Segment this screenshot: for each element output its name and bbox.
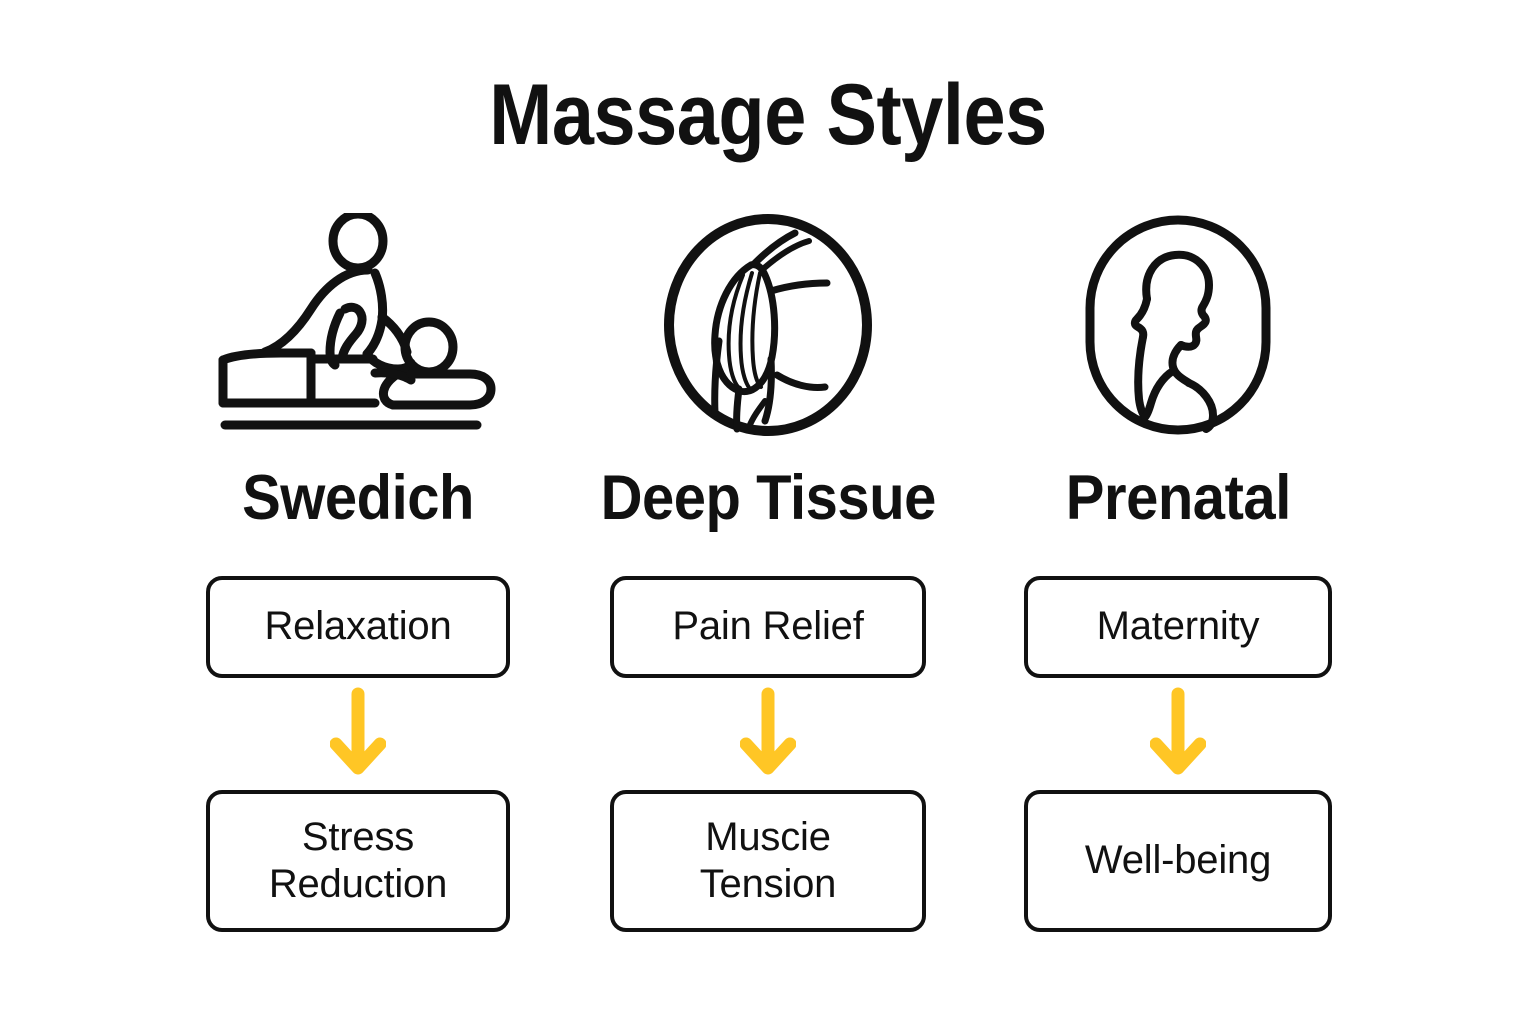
style-name-prenatal: Prenatal xyxy=(1065,463,1291,533)
outcome-node-well-being[interactable]: Well-being xyxy=(1024,790,1332,932)
style-name-swedish: Swedich xyxy=(242,463,474,533)
benefit-node-pain-relief[interactable]: Pain Relief xyxy=(610,576,926,678)
muscle-circle-icon xyxy=(618,205,918,445)
style-column-deep-tissue: Deep Tissue Pain Relief Muscie Tension xyxy=(578,205,958,932)
styles-columns: Swedich Relaxation Stress Reduction xyxy=(168,205,1368,932)
outcome-label: Stress Reduction xyxy=(268,814,448,906)
page-title: Massage Styles xyxy=(489,67,1047,163)
benefit-label: Maternity xyxy=(1096,604,1260,649)
massage-therapist-icon xyxy=(208,205,508,445)
outcome-label: Well-being xyxy=(1084,838,1272,883)
benefit-label: Relaxation xyxy=(264,604,452,649)
benefit-node-relaxation[interactable]: Relaxation xyxy=(206,576,510,678)
style-name-deep-tissue: Deep Tissue xyxy=(600,463,936,533)
style-column-prenatal: Prenatal Maternity Well-being xyxy=(988,205,1368,932)
flow-prenatal: Maternity Well-being xyxy=(1024,576,1332,932)
benefit-label: Pain Relief xyxy=(672,604,864,649)
outcome-node-stress-reduction[interactable]: Stress Reduction xyxy=(206,790,510,932)
down-arrow-icon xyxy=(1150,678,1206,790)
style-column-swedish: Swedich Relaxation Stress Reduction xyxy=(168,205,548,932)
down-arrow-icon xyxy=(330,678,386,790)
pregnant-woman-icon xyxy=(1028,205,1328,445)
flow-swedish: Relaxation Stress Reduction xyxy=(206,576,510,932)
outcome-node-muscle-tension[interactable]: Muscie Tension xyxy=(610,790,926,932)
benefit-node-maternity[interactable]: Maternity xyxy=(1024,576,1332,678)
down-arrow-icon xyxy=(740,678,796,790)
outcome-label: Muscie Tension xyxy=(699,814,837,906)
flow-deep-tissue: Pain Relief Muscie Tension xyxy=(610,576,926,932)
